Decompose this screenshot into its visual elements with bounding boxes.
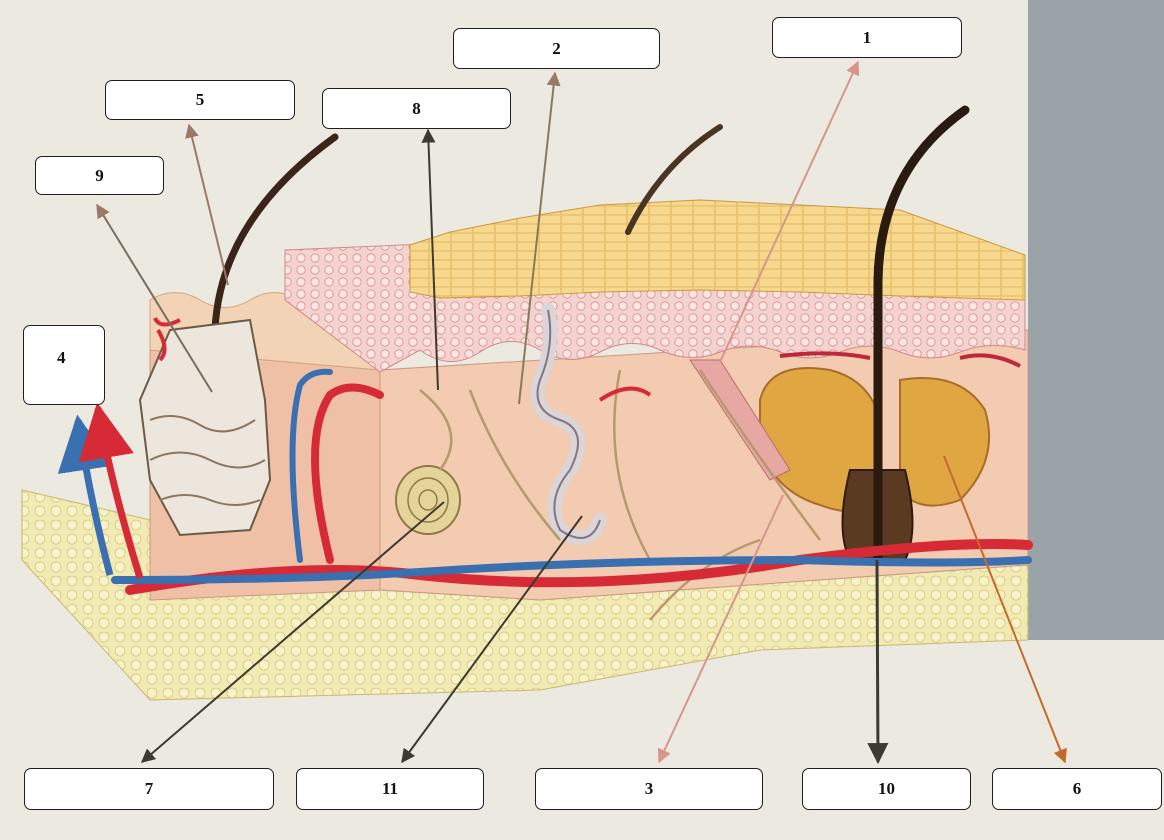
label-box-5[interactable]: 5 (105, 80, 295, 120)
label-box-1[interactable]: 1 (772, 17, 962, 58)
label-box-9[interactable]: 9 (35, 156, 164, 195)
label-box-10[interactable]: 10 (802, 768, 971, 810)
label-box-3[interactable]: 3 (535, 768, 763, 810)
label-box-8[interactable]: 8 (322, 88, 511, 129)
label-box-2[interactable]: 2 (453, 28, 660, 69)
label-box-4[interactable]: 4 (23, 325, 105, 405)
label-1-text: 1 (863, 28, 872, 48)
label-6-text: 6 (1073, 779, 1082, 799)
label-9-text: 9 (95, 166, 104, 186)
label-8-text: 8 (412, 99, 421, 119)
label-11-text: 11 (382, 779, 398, 799)
label-box-7[interactable]: 7 (24, 768, 274, 810)
label-5-text: 5 (196, 90, 205, 110)
label-2-text: 2 (552, 39, 561, 59)
label-3-text: 3 (645, 779, 654, 799)
label-4-text: 4 (57, 348, 66, 368)
label-box-11[interactable]: 11 (296, 768, 484, 810)
label-box-6[interactable]: 6 (992, 768, 1162, 810)
label-10-text: 10 (878, 779, 895, 799)
label-7-text: 7 (145, 779, 154, 799)
pacinian-corpuscle-icon (396, 466, 460, 534)
